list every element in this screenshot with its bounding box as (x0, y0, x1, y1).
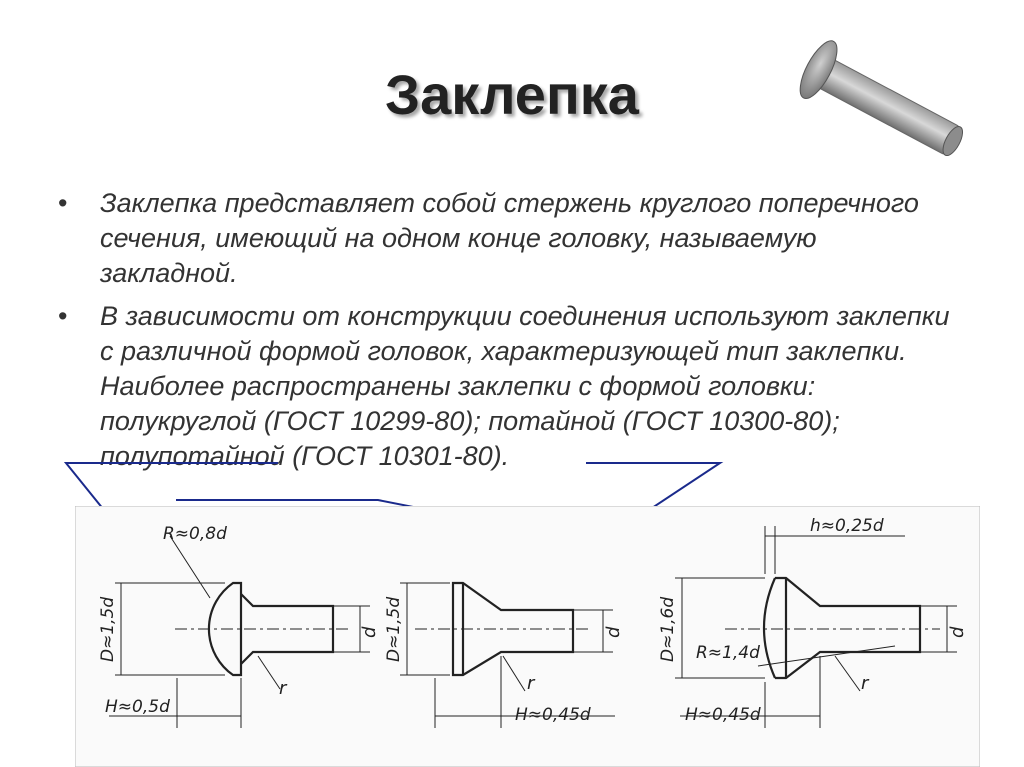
rivet1-fillet-label: r (279, 678, 288, 699)
rivet-drawings: R≈0,8d D≈1,5d d r H≈0,5d D≈1,5d d r H≈0,… (75, 506, 980, 767)
rivet-round-head (109, 535, 370, 728)
rivet2-fillet-label: r (527, 673, 536, 694)
rivet-countersunk-head (400, 581, 615, 728)
rivet2-height-label: H≈0,45d (515, 705, 591, 725)
rivet3-height-label: H≈0,45d (685, 705, 761, 725)
rivet2-shank-label: d (603, 626, 624, 638)
bullet-text: Заклепка представляет собой стержень кру… (100, 188, 919, 288)
rivet-semi-countersunk-head (675, 526, 957, 728)
rivet2-diameter-label: D≈1,5d (384, 597, 404, 662)
rivet1-radius-label: R≈0,8d (163, 524, 227, 544)
slide-title: Заклепка (385, 63, 639, 126)
rivet3-top-label: h≈0,25d (810, 516, 884, 536)
rivet1-height-label: H≈0,5d (105, 697, 170, 717)
bullet-marker: • (58, 301, 68, 331)
rivet-3d-icon (799, 40, 964, 157)
rivet1-shank-label: d (359, 626, 380, 638)
rivet3-shank-label: d (947, 626, 968, 638)
rivet3-fillet-label: r (861, 673, 870, 694)
rivet3-diameter-label: D≈1,6d (658, 597, 678, 662)
bullet-list: • Заклепка представляет собой стержень к… (58, 186, 958, 482)
bullet-item: • В зависимости от конструкции соединени… (58, 299, 958, 474)
rivet3-radius-label: R≈1,4d (696, 643, 760, 663)
bullet-item: • Заклепка представляет собой стержень к… (58, 186, 958, 291)
bullet-text: В зависимости от конструкции соединения … (100, 301, 950, 471)
bullet-marker: • (58, 188, 68, 218)
rivet1-diameter-label: D≈1,5d (98, 597, 118, 662)
